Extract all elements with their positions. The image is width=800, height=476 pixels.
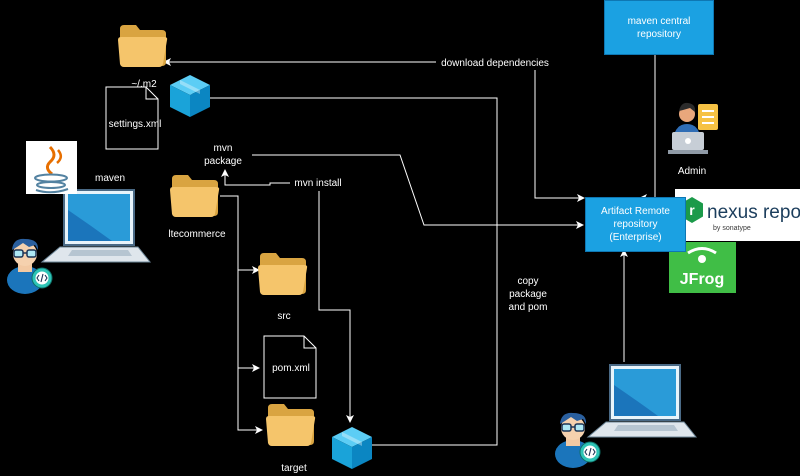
ci-developer-avatar-icon <box>554 412 601 469</box>
nexus-logo-icon: r nexus repos by sonatype <box>675 189 800 241</box>
nexus-letter: r <box>689 202 695 218</box>
connector-copy-to-m2 <box>184 94 498 446</box>
mvn-package-label: mvn package <box>204 143 242 167</box>
connector-package-to-artifact <box>252 154 584 229</box>
pom-xml-label: pom.xml <box>272 363 310 374</box>
jfrog-text: JFrog <box>680 271 724 288</box>
target-folder-icon <box>266 404 316 446</box>
connector-central-to-artifact <box>639 54 656 202</box>
artifact-repository-label: Artifact Remote repository (Enterprise) <box>601 206 670 243</box>
admin-label: Admin <box>677 166 707 177</box>
developer-avatar-icon <box>6 238 53 295</box>
java-logo-icon <box>26 141 77 194</box>
target-label: target <box>281 463 307 474</box>
settings-xml-label: settings.xml <box>108 119 162 130</box>
m2-label: ~/.m2 <box>131 79 157 90</box>
artifact-repository-box: Artifact Remote repository (Enterprise) <box>585 197 686 252</box>
connector-install-to-target <box>318 191 354 423</box>
src-label: src <box>277 311 291 322</box>
dev-laptop-icon <box>41 189 151 263</box>
connector-install-to-package <box>221 169 290 186</box>
target-package-icon <box>332 427 372 469</box>
local-repo-package-icon <box>170 75 210 117</box>
maven-central-box: maven central repository <box>604 0 714 55</box>
ltecommerce-folder-icon <box>170 175 220 217</box>
ltecommerce-label: ltecommerce <box>168 229 226 240</box>
nexus-main-text: nexus repos <box>707 202 800 223</box>
m2-folder-icon <box>118 25 168 67</box>
copy-package-and-pom-label: copy package and pom <box>508 276 548 313</box>
ci-laptop-icon <box>587 364 697 438</box>
maven-central-label: maven central repository <box>627 15 691 40</box>
download-dependencies-label: download dependencies <box>436 57 554 70</box>
mvn-install-label: mvn install <box>294 178 342 189</box>
src-folder-icon <box>258 253 308 295</box>
maven-label: maven <box>94 173 125 184</box>
nexus-sub-text: by sonatype <box>713 225 751 232</box>
connector-download-to-artifact <box>534 69 585 202</box>
admin-avatar-icon <box>668 102 718 154</box>
